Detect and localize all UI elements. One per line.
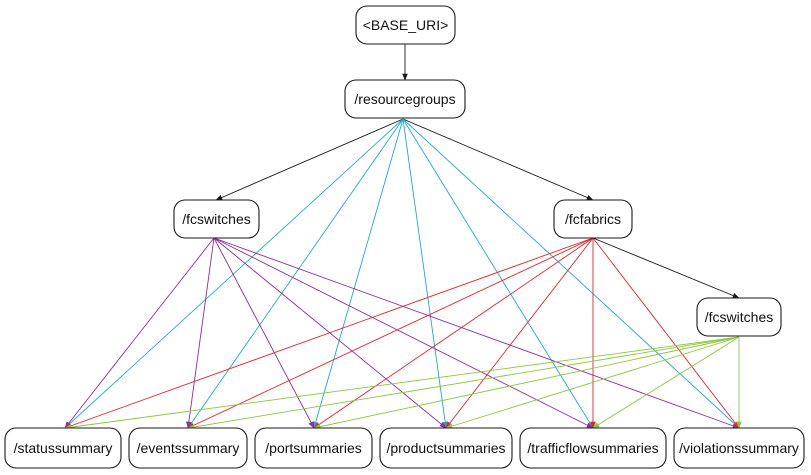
node-base-uri-label: <BASE_URI> [363,17,449,33]
edge-fcfabrics-to-productsummaries [445,237,594,429]
node-fcswitches-right: /fcswitches [696,297,782,337]
edge-fcswitches-right-to-productsummaries [445,336,740,429]
node-fcswitches-left: /fcswitches [173,199,260,239]
node-resourcegroups: /resourcegroups [344,79,466,119]
edge-fcswitches-right-to-statussummary [64,336,740,430]
node-fcswitches-right-label: /fcswitches [705,309,773,325]
node-eventssummary-label: /eventssummary [137,440,240,456]
edge-fcswitches-left-to-eventssummary [186,237,215,429]
edge-fcswitches-right-to-trafficflowsummaries [592,336,740,429]
edge-fcswitches-left-to-portsummaries [213,237,315,429]
edge-fcswitches-left-to-violationssummary [213,237,740,429]
node-eventssummary: /eventssummary [128,427,248,469]
node-productsummaries-label: /productsummaries [386,440,505,456]
node-violationssummary-label: /violationssummary [679,440,799,456]
edge-fcfabrics-to-portsummaries [313,237,594,429]
node-fcswitches-left-label: /fcswitches [182,211,250,227]
node-portsummaries: /portsummaries [254,427,373,469]
node-productsummaries: /productsummaries [379,427,513,469]
edge-fcfabrics-to-statussummary [64,237,594,429]
edge-fcswitches-left-to-statussummary [64,237,215,429]
node-fcfabrics: /fcfabrics [553,199,633,239]
node-portsummaries-label: /portsummaries [265,440,361,456]
edge-resourcegroups-to-trafficflowsummaries [402,118,594,429]
edge-resourcegroups-to-portsummaries [313,118,404,429]
nodes-layer: <BASE_URI> /resourcegroups /fcswitches /… [4,5,805,469]
node-trafficflowsummaries: /trafficflowsummaries [519,427,667,469]
edge-resourcegroups-to-productsummaries [402,118,448,429]
node-violationssummary: /violationssummary [673,427,805,469]
node-base-uri: <BASE_URI> [355,5,456,45]
edge-resourcegroups-to-fcswitches-left [215,118,404,201]
edge-fcfabrics-to-violationssummary [592,237,740,429]
edge-resourcegroups-to-statussummary [64,118,404,429]
node-statussummary-label: /statussummary [14,440,113,456]
node-statussummary: /statussummary [4,427,122,469]
node-trafficflowsummaries-label: /trafficflowsummaries [527,440,658,456]
node-resourcegroups-label: /resourcegroups [354,91,455,107]
edge-fcfabrics-to-eventssummary [187,237,594,429]
edge-fcswitches-right-to-portsummaries [313,336,740,430]
edge-fcfabrics-to-fcswitches-right [592,237,740,299]
edge-resourcegroups-to-fcfabrics [402,118,594,201]
edges-layer [64,44,742,430]
edge-fcswitches-left-to-trafficflowsummaries [213,237,594,429]
node-fcfabrics-label: /fcfabrics [565,211,621,227]
edge-resourcegroups-to-violationssummary [402,118,740,429]
edge-fcswitches-right-to-eventssummary [187,336,740,430]
edge-resourcegroups-to-eventssummary [187,118,404,429]
